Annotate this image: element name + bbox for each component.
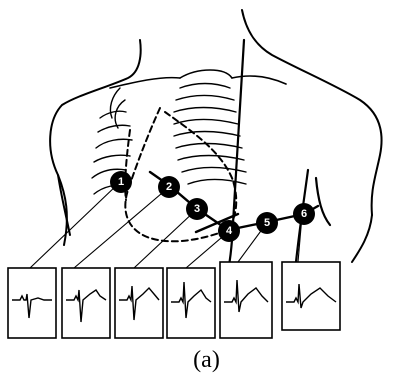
- electrode-3: 3: [186, 198, 208, 220]
- figure-caption: (a): [0, 347, 413, 374]
- electrode-2: 2: [158, 176, 180, 198]
- electrode-4-label: 4: [226, 225, 233, 237]
- electrode-5-label: 5: [264, 217, 270, 229]
- trace-box-v4: [167, 268, 215, 338]
- electrode-6-label: 6: [301, 208, 307, 220]
- trace-box-v3: [115, 268, 163, 338]
- clavicles: [110, 70, 286, 88]
- electrode-4: 4: [218, 220, 240, 242]
- trace-box-v1: [8, 268, 56, 338]
- electrode-1: 1: [110, 171, 132, 193]
- trace-box-v5: [220, 262, 272, 338]
- electrode-5: 5: [256, 212, 278, 234]
- trace-box-v6: [282, 262, 340, 330]
- electrode-1-label: 1: [118, 176, 124, 188]
- electrode-2-label: 2: [166, 181, 172, 193]
- electrode-3-label: 3: [194, 203, 200, 215]
- trace-box-v2: [62, 268, 110, 338]
- electrode-6: 6: [293, 203, 315, 225]
